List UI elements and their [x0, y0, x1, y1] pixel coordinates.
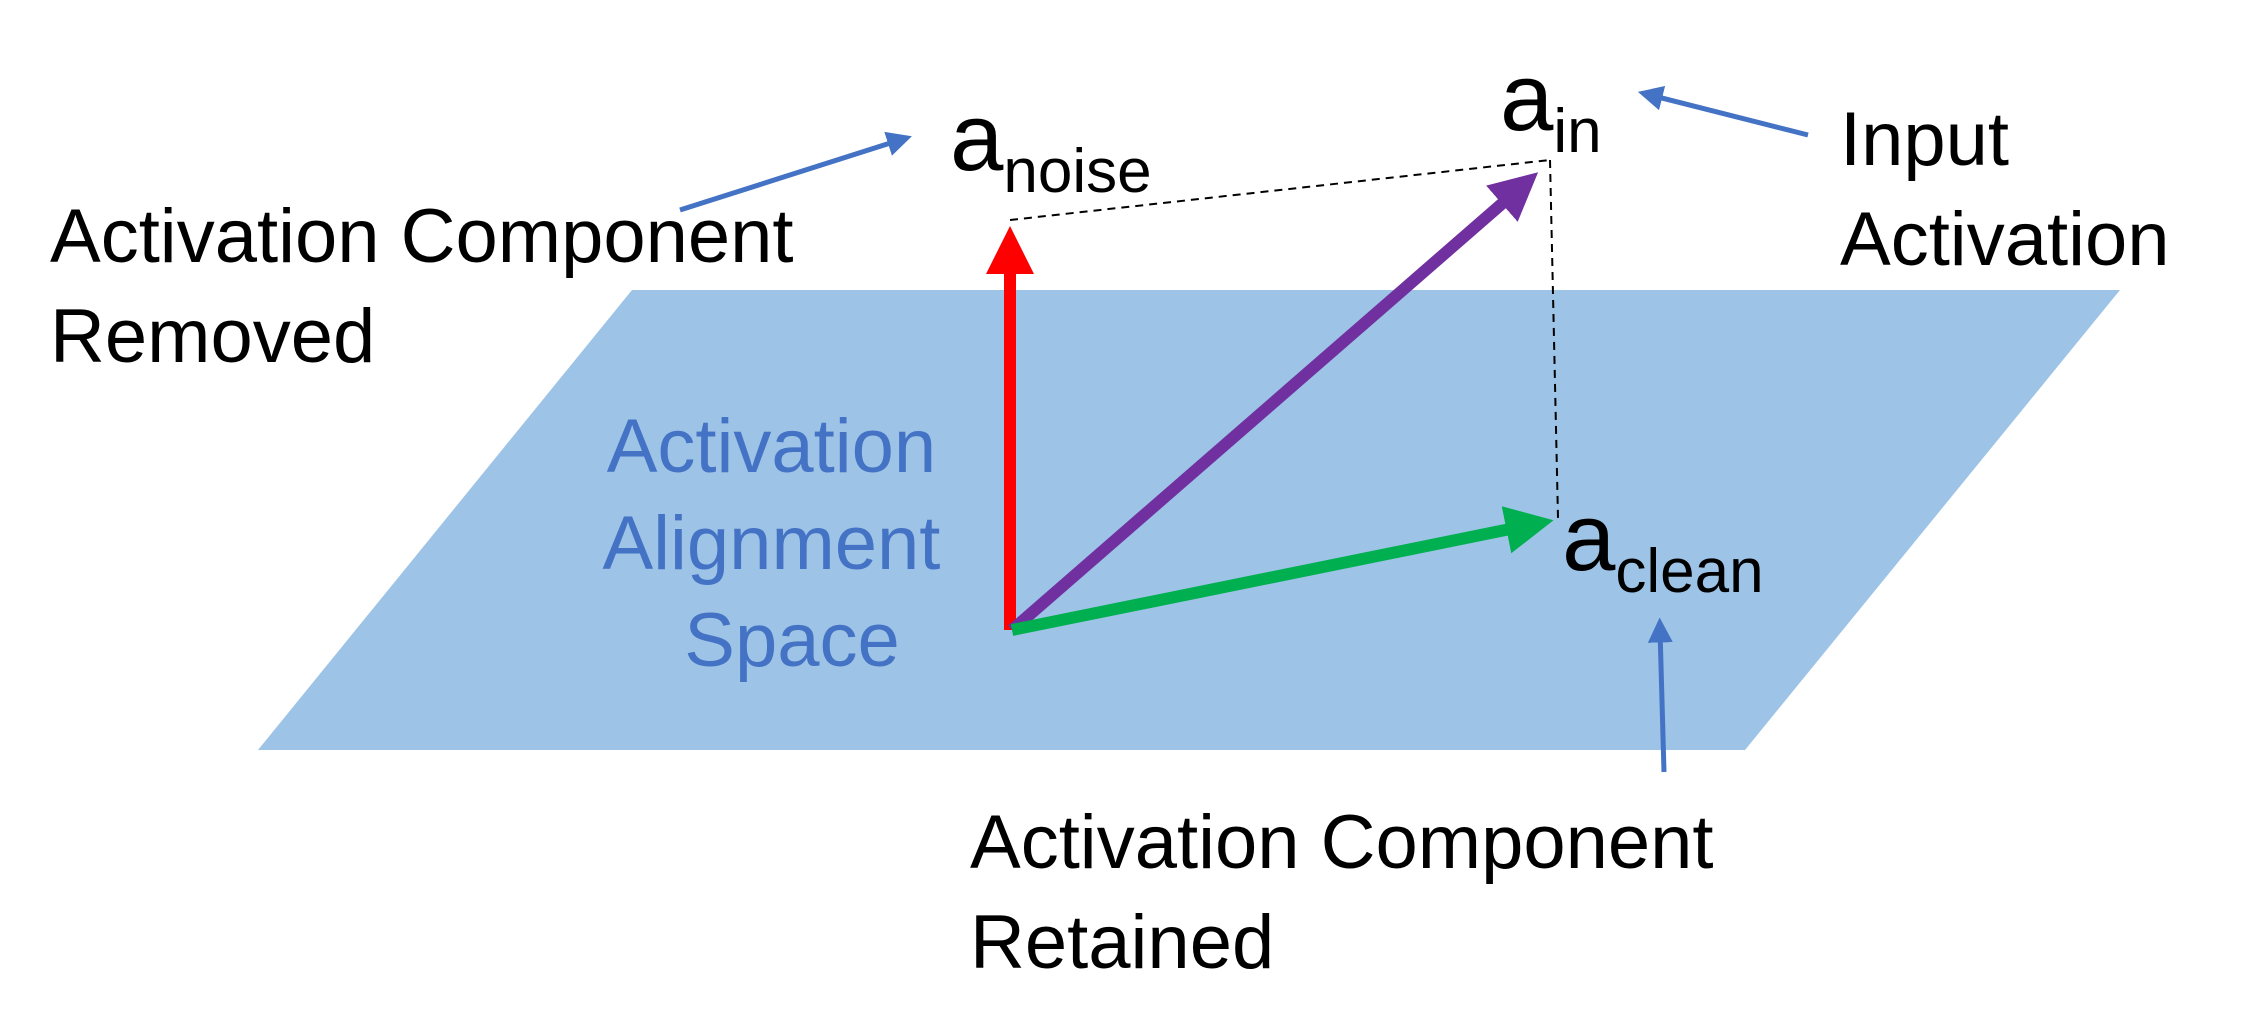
- input-label-sub: in: [1553, 97, 1601, 166]
- callout-input-line-2: Activation: [1840, 197, 2170, 282]
- noise-label-sub: noise: [1003, 137, 1151, 206]
- callout-removed-line-2: Removed: [50, 294, 375, 379]
- clean-vector-label: aclean: [1562, 484, 1764, 606]
- input-vector-label: ain: [1500, 44, 1602, 166]
- pointer-arrow-removed: [679, 131, 912, 213]
- callout-removed-line-1: Activation Component: [50, 194, 794, 279]
- pointer-arrow-input: [1637, 85, 1809, 138]
- clean-vector-arrow: [1010, 506, 1554, 636]
- input-label-base: a: [1500, 44, 1554, 151]
- noise-vector-label: anoise: [950, 84, 1152, 206]
- plane-label-line-2: Alignment: [602, 501, 940, 586]
- clean-label-sub: clean: [1615, 537, 1763, 606]
- pointer-arrow-retained: [1647, 617, 1673, 773]
- plane-label-line-1: Activation: [607, 404, 937, 489]
- callout-input-line-1: Input: [1840, 97, 2009, 182]
- clean-label-base: a: [1562, 484, 1616, 591]
- alignment-plane: [258, 290, 2120, 750]
- callout-retained-line-2: Retained: [970, 900, 1274, 985]
- noise-label-base: a: [950, 84, 1004, 191]
- input-vector-arrow: [1008, 172, 1539, 635]
- callout-retained-line-1: Activation Component: [970, 800, 1714, 885]
- callout-input: Input Activation: [1840, 97, 2170, 282]
- callout-removed: Activation Component Removed: [50, 194, 815, 379]
- dashed-line-noise-to-input: [1009, 159, 1551, 221]
- callout-retained: Activation Component Retained: [970, 800, 1735, 985]
- plane-label: Activation Alignment Space: [602, 404, 961, 683]
- dashed-line-input-to-clean: [1549, 159, 1559, 519]
- plane-label-line-3: Space: [684, 598, 900, 683]
